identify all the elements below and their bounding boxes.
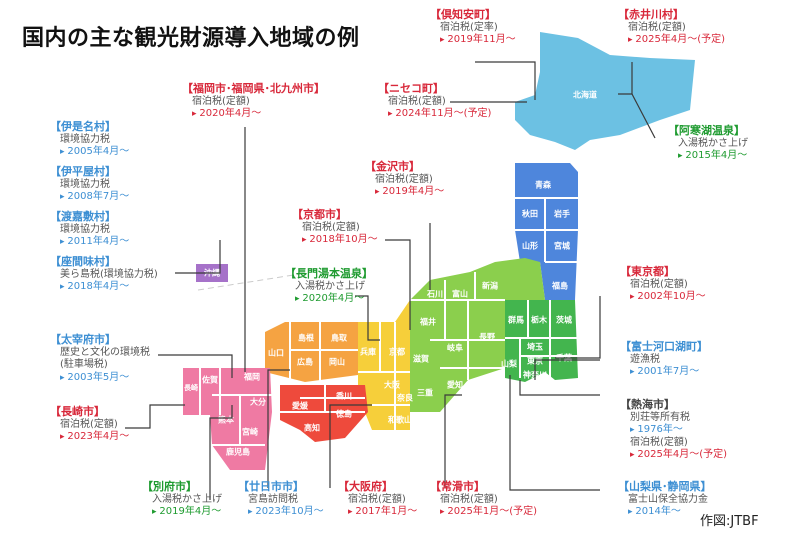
pref-label-shimane: 島根 — [298, 333, 314, 343]
pref-label-gunma: 群馬 — [507, 315, 524, 325]
annotation-hatsukaichi: 【廿日市市】 宮島訪問税 2023年10月～ — [238, 480, 324, 519]
pref-label-aichi: 愛知 — [447, 380, 463, 390]
pref-label-hokkaido: 北海道 — [573, 90, 597, 100]
pref-label-kumamoto: 熊本 — [218, 415, 234, 425]
pref-label-hyogo: 兵庫 — [360, 347, 376, 357]
pref-label-yamaguchi: 山口 — [268, 348, 284, 358]
annotation-nagasaki: 【長崎市】 宿泊税(定額) 2023年4月～ — [50, 405, 129, 444]
credit: 作図:JTBF — [700, 514, 759, 529]
pref-label-saga: 佐賀 — [201, 375, 218, 385]
pref-label-nara: 奈良 — [396, 393, 413, 403]
map-regions — [183, 32, 695, 470]
pref-label-gifu: 岐阜 — [447, 343, 463, 353]
region-chugoku — [265, 322, 358, 382]
annotation-niseko: 【ニセコ町】 宿泊税(定額) 2024年11月～(予定) — [378, 82, 491, 121]
pref-label-okayama: 岡山 — [329, 357, 345, 367]
pref-label-shiga: 滋賀 — [413, 354, 429, 364]
region-kanto — [505, 300, 578, 382]
pref-label-shizuoka: 静岡 — [482, 380, 498, 390]
annotation-izena: 【伊是名村】 環境協力税 2005年4月～ — [50, 120, 129, 159]
annotation-osaka: 【大阪府】 宿泊税(定額) 2017年1月～ — [338, 480, 417, 519]
pref-label-hiroshima: 広島 — [297, 357, 313, 367]
pref-label-aomori: 青森 — [535, 180, 552, 190]
pref-label-kochi: 高知 — [304, 423, 320, 433]
pref-label-akita: 秋田 — [521, 209, 538, 219]
prefecture-borders — [199, 197, 578, 446]
annotation-kyoto: 【京都市】 宿泊税(定額) 2018年10月～ — [292, 208, 378, 247]
pref-label-mie: 三重 — [417, 388, 433, 398]
pref-label-nagasaki: 長崎 — [184, 383, 198, 392]
annotation-beppu: 【別府市】 入湯税かさ上げ 2019年4月～ — [142, 480, 222, 519]
annotation-nagato: 【長門湯本温泉】 入湯税かさ上げ 2020年4月～ — [285, 267, 373, 306]
annotation-yamanashi-shizuoka: 【山梨県･静岡県】 富士山保全協力金 2014年～ — [618, 480, 712, 519]
pref-label-yamanashi: 山梨 — [501, 359, 518, 369]
annotation-kanazawa: 【金沢市】 宿泊税(定額) 2019年4月～ — [365, 160, 444, 199]
annotation-fujikawaguchiko: 【富士河口湖町】 遊漁税 2001年7月～ — [620, 340, 708, 379]
annotation-fukuoka: 【福岡市･福岡県･北九州市】 宿泊税(定額) 2020年4月～ — [182, 82, 325, 121]
pref-label-kagoshima: 鹿児島 — [226, 447, 250, 457]
pref-label-toyama: 富山 — [452, 289, 468, 299]
pref-label-yamagata: 山形 — [522, 241, 538, 251]
pref-label-miyagi: 宮城 — [554, 241, 570, 251]
region-chubu — [405, 258, 545, 412]
region-shikoku — [280, 385, 368, 442]
region-hokkaido — [515, 32, 695, 150]
pref-label-ehime: 愛媛 — [292, 401, 309, 411]
pref-label-fukuoka: 福岡 — [243, 372, 260, 382]
annotation-dazaifu: 【太宰府市】 歴史と文化の環境税 (駐車場税) 2003年5月～ — [50, 333, 150, 384]
pref-label-kyoto: 京都 — [389, 347, 405, 357]
pref-label-tokushima: 徳島 — [335, 409, 352, 419]
pref-label-tochigi: 栃木 — [531, 315, 548, 325]
annotation-tokoname: 【常滑市】 宿泊税(定額) 2025年1月～(予定) — [430, 480, 537, 519]
pref-label-miyazaki: 宮崎 — [242, 427, 258, 437]
annotation-iheya: 【伊平屋村】 環境協力税 2008年7月～ — [50, 165, 129, 204]
annotation-tokyo: 【東京都】 宿泊税(定額) 2002年10月～ — [620, 265, 706, 304]
annotation-atami: 【熱海市】 別荘等所有税 1976年～ 宿泊税(定額) 2025年4月～(予定) — [620, 398, 727, 462]
pref-label-fukui: 福井 — [419, 317, 436, 327]
pref-label-fukushima: 福島 — [551, 281, 568, 291]
pref-label-osaka: 大阪 — [384, 380, 401, 390]
annotation-tokashiki: 【渡嘉敷村】 環境協力税 2011年4月～ — [50, 210, 129, 249]
pref-label-tottori: 鳥取 — [331, 333, 347, 343]
pref-label-kagawa: 香川 — [335, 391, 352, 401]
annotation-zamami: 【座間味村】 美ら島税(環境協力税) 2018年4月～ — [50, 255, 158, 294]
region-kinki — [358, 300, 410, 430]
pref-label-iwate: 岩手 — [553, 209, 570, 219]
pref-label-ibaraki: 茨城 — [556, 315, 572, 325]
pref-label-nagano: 長野 — [479, 333, 495, 342]
page-title: 国内の主な観光財源導入地域の例 — [22, 26, 360, 51]
pref-label-oita: 大分 — [250, 397, 266, 407]
pref-label-niigata: 新潟 — [482, 281, 498, 291]
annotation-kutchan: 【倶知安町】 宿泊税(定率) 2019年11月～ — [430, 8, 516, 47]
pref-label-wakayama: 和歌山 — [388, 415, 412, 425]
pref-label-ishikawa: 石川 — [426, 290, 443, 299]
pref-label-saitama: 埼玉 — [527, 342, 543, 352]
annotation-akanko: 【阿寒湖温泉】 入湯税かさ上げ 2015年4月～ — [668, 124, 748, 163]
annotation-akaigawa: 【赤井川村】 宿泊税(定額) 2025年4月～(予定) — [618, 8, 725, 47]
